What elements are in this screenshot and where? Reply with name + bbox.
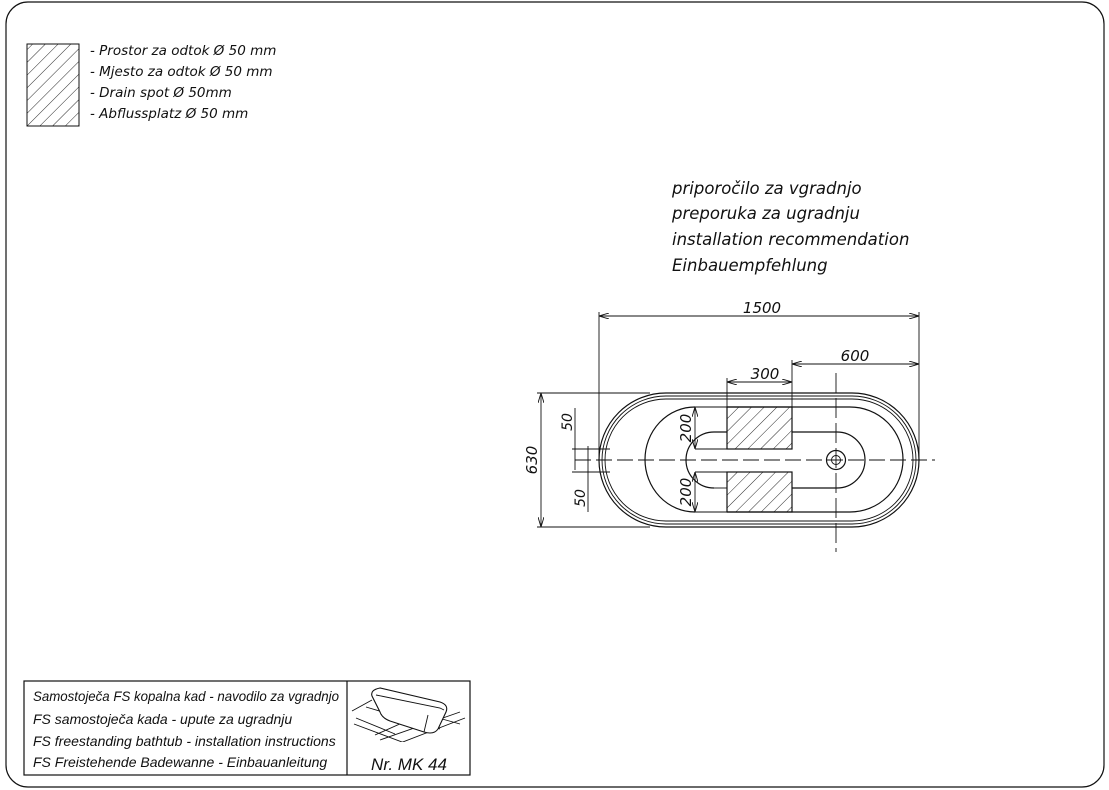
- recommendation-line: Einbauempfehlung: [672, 256, 828, 275]
- dim-zone-upper: 200: [677, 414, 695, 443]
- recommendation-heading: priporočilo za vgradnjo preporuka za ugr…: [671, 179, 909, 275]
- recommendation-line: preporuka za ugradnju: [671, 204, 860, 223]
- recommendation-line: installation recommendation: [672, 230, 909, 249]
- dim-gap-lower: 50: [573, 489, 589, 507]
- basin-outline: [644, 406, 904, 513]
- title-line: Samostoječa FS kopalna kad - navodilo za…: [33, 688, 339, 704]
- dim-drain-offset: 600: [841, 347, 870, 365]
- legend-item: - Mjesto za odtok Ø 50 mm: [90, 64, 273, 80]
- bathtub-thumbnail-icon: [351, 687, 466, 742]
- dim-zone-width: 300: [751, 365, 780, 383]
- title-line: FS freestanding bathtub - installation i…: [33, 733, 336, 749]
- title-block: Samostoječa FS kopalna kad - navodilo za…: [23, 680, 471, 776]
- inner-slot: [685, 431, 866, 489]
- model-number: Nr. MK 44: [371, 755, 447, 774]
- dimensions: 1500 600 300 630 200 200 50 50: [523, 299, 920, 528]
- drain-zone-upper: [726, 406, 793, 450]
- title-line: FS Freistehende Badewanne - Einbauanleit…: [33, 754, 327, 770]
- legend-item: - Prostor za odtok Ø 50 mm: [90, 43, 276, 59]
- hatch-swatch: [26, 43, 80, 127]
- legend: - Prostor za odtok Ø 50 mm - Mjesto za o…: [26, 43, 276, 127]
- dim-zone-lower: 200: [677, 478, 695, 507]
- bathtub-plan: [575, 373, 935, 552]
- legend-item: - Drain spot Ø 50mm: [90, 85, 232, 101]
- recommendation-line: priporočilo za vgradnjo: [671, 179, 862, 198]
- title-line: FS samostoječa kada - upute za ugradnju: [33, 711, 292, 727]
- drain-zone-lower: [726, 471, 793, 513]
- dim-width: 630: [523, 446, 541, 475]
- sheet-border: [5, 1, 1105, 788]
- dim-gap-upper: 50: [560, 413, 576, 431]
- dim-length: 1500: [743, 299, 781, 317]
- legend-item: - Abflussplatz Ø 50 mm: [90, 106, 248, 122]
